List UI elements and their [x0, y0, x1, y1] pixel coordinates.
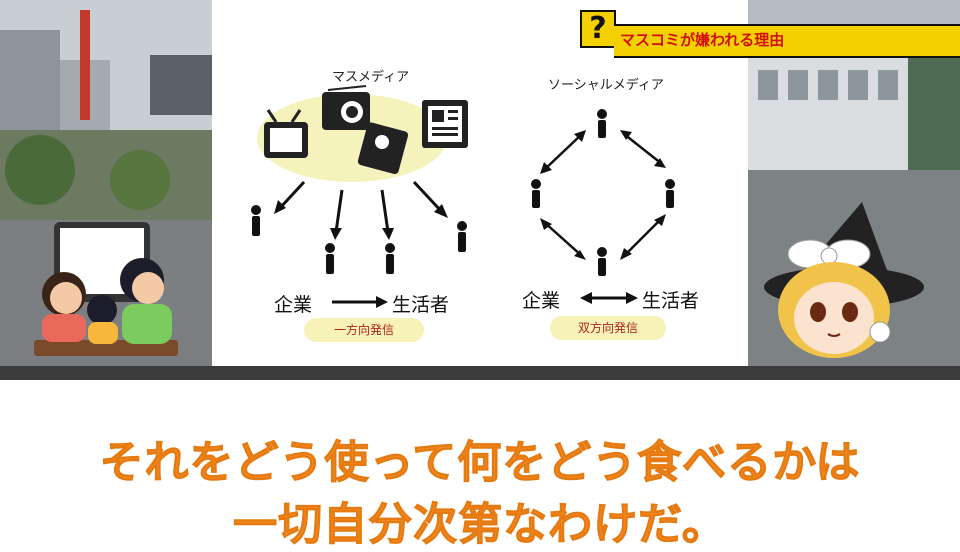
consumer-label-left: 生活者	[392, 294, 450, 316]
mass-media-label: マスメディア	[332, 70, 410, 85]
family-tv-illustration	[34, 222, 178, 356]
subtitle-line-2: 一切自分次第なわけだ。	[233, 499, 727, 551]
yukkuri-character	[764, 202, 924, 358]
network-person-icons	[531, 109, 675, 276]
two-way-arrow	[580, 292, 638, 304]
question-mark-icon: ?	[580, 10, 616, 48]
company-label-right: 企業	[522, 290, 561, 312]
radio-icon	[322, 85, 370, 130]
video-frame: マスメディア	[0, 0, 960, 366]
two-way-caption: 双方向発信	[550, 316, 666, 340]
magazine-icon	[357, 122, 409, 175]
subtitle-divider	[0, 366, 960, 380]
topic-title-banner: ? マスコミが嫌われる理由	[578, 10, 960, 58]
social-media-diagram	[531, 109, 675, 276]
one-way-caption: 一方向発信	[304, 318, 424, 342]
subtitle-line-1: それをどう使って何をどう食べるかは	[99, 437, 861, 489]
title-bar: マスコミが嫌われる理由	[614, 24, 960, 58]
one-way-arrow	[332, 296, 388, 308]
slide-panel: マスメディア	[212, 0, 748, 366]
tv-icon	[264, 109, 308, 158]
person-icons	[251, 205, 467, 274]
mass-media-diagram	[251, 85, 468, 274]
social-media-label: ソーシャルメディア	[548, 78, 664, 93]
subtitle-area: それをどう使って何をどう食べるかは 一切自分次第なわけだ。	[0, 380, 960, 551]
consumer-label-right: 生活者	[642, 290, 700, 312]
company-label-left: 企業	[274, 294, 313, 316]
newspaper-icon	[422, 100, 468, 148]
topic-title: マスコミが嫌われる理由	[620, 31, 785, 49]
